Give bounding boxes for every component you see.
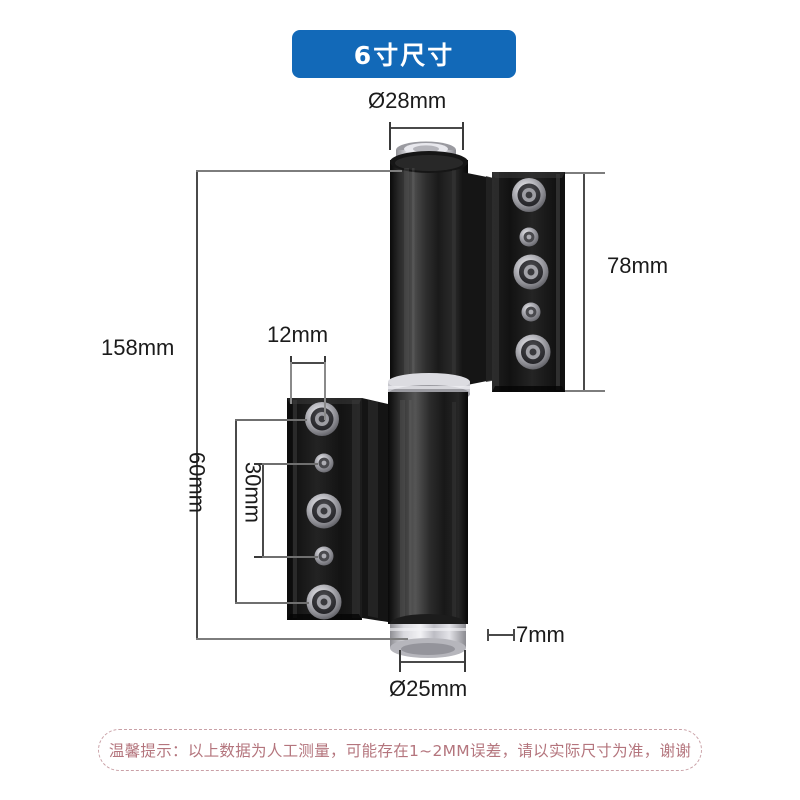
- dim-screw-span-small-line: [262, 463, 264, 556]
- dim-screw-span-large-ext-bottom: [235, 602, 309, 604]
- dim-overall-height-label: 158mm: [101, 335, 175, 360]
- dim-screw-span-small-ext-top: [262, 463, 318, 465]
- dim-upper-leaf-height-ext-bottom: [565, 390, 605, 392]
- dim-plate-thickness-tick-right: [513, 629, 515, 641]
- dim-screw-span-large-label: 60mm: [184, 451, 210, 513]
- lower-mounting-plate: [287, 398, 362, 620]
- upper-plate-screws: [512, 178, 551, 370]
- dim-top-diameter-tick-left: [389, 122, 391, 150]
- lower-plate-screws: [305, 402, 342, 620]
- dim-plate-thickness-tick-left: [487, 629, 489, 641]
- dim-upper-leaf-height-line: [583, 172, 585, 390]
- dim-overall-height-ext-bottom: [196, 638, 408, 640]
- dim-overall-height-ext-top: [196, 170, 402, 172]
- upper-pin-cap: [396, 141, 456, 171]
- dim-top-diameter-tick-right: [462, 122, 464, 150]
- lower-pin-cap: [390, 614, 466, 658]
- dim-plate-thickness-line: [487, 634, 515, 636]
- dim-upper-leaf-height-label: 78mm: [607, 253, 669, 278]
- dim-bottom-diameter-line: [399, 661, 465, 663]
- dim-plate-thickness-label: 7mm: [516, 622, 565, 647]
- dim-leaf-width-leader-right: [324, 362, 326, 420]
- dim-leaf-width-label: 12mm: [267, 322, 329, 347]
- upper-mounting-plate: [492, 172, 565, 392]
- lower-barrel: [362, 392, 468, 624]
- dim-top-diameter-label: Ø28mm: [368, 88, 447, 113]
- barrel-joint-washer: [388, 373, 470, 403]
- dim-overall-height-line: [196, 170, 198, 638]
- measurement-disclaimer: 温馨提示：以上数据为人工测量，可能存在1~2MM误差，请以实际尺寸为准，谢谢: [98, 729, 702, 771]
- dim-bottom-diameter-tick-left: [399, 650, 401, 672]
- dim-leaf-width-leader-left: [290, 362, 292, 404]
- size-badge: 6寸尺寸: [292, 30, 516, 78]
- dim-upper-leaf-height-ext-top: [565, 172, 605, 174]
- dim-leaf-width-line: [290, 362, 326, 364]
- measurement-disclaimer-text: 温馨提示：以上数据为人工测量，可能存在1~2MM误差，请以实际尺寸为准，谢谢: [108, 742, 692, 760]
- upper-barrel: [390, 151, 497, 392]
- dim-screw-span-large-ext-top: [235, 419, 307, 421]
- dim-bottom-diameter-label: Ø25mm: [389, 676, 468, 701]
- dim-screw-span-small-ext-bottom: [262, 556, 318, 558]
- dim-bottom-diameter-tick-right: [464, 650, 466, 672]
- dim-top-diameter-line: [389, 127, 463, 129]
- dim-screw-span-large-line: [235, 419, 237, 603]
